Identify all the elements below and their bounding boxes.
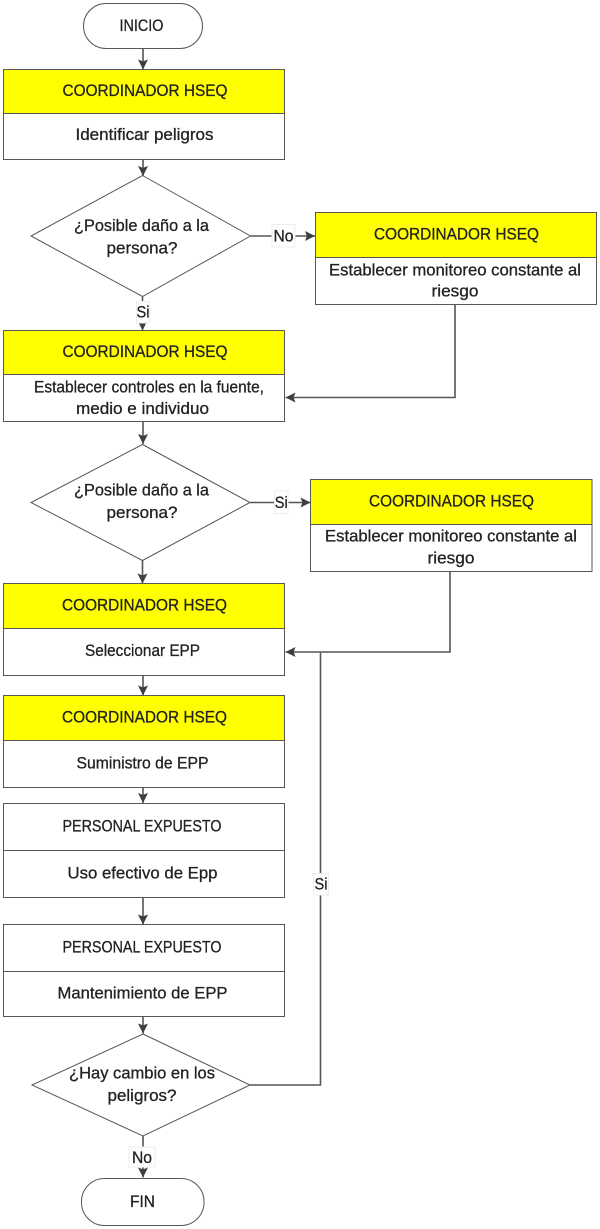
svg-text:PERSONAL EXPUESTO: PERSONAL EXPUESTO [63, 938, 222, 957]
svg-text:INICIO: INICIO [120, 16, 164, 35]
svg-text:medio e individuo: medio e individuo [76, 399, 209, 418]
svg-text:FIN: FIN [130, 1192, 155, 1211]
svg-text:No: No [274, 227, 294, 246]
svg-text:riesgo: riesgo [432, 282, 479, 301]
svg-text:Si: Si [315, 875, 328, 894]
svg-text:Establecer controles en la fue: Establecer controles en la fuente, [34, 378, 264, 397]
svg-text:Mantenimiento de EPP: Mantenimiento de EPP [58, 984, 228, 1003]
svg-text:¿Posible daño a la: ¿Posible daño a la [74, 481, 210, 500]
svg-text:Seleccionar EPP: Seleccionar EPP [85, 641, 200, 660]
svg-text:peligros?: peligros? [108, 1086, 177, 1105]
svg-text:Si: Si [275, 493, 288, 512]
svg-text:No: No [132, 1148, 152, 1167]
svg-text:Suministro de EPP: Suministro de EPP [77, 754, 209, 773]
svg-text:COORDINADOR HSEQ: COORDINADOR HSEQ [63, 342, 228, 361]
svg-text:¿Posible daño a la: ¿Posible daño a la [74, 216, 210, 235]
svg-text:COORDINADOR HSEQ: COORDINADOR HSEQ [369, 492, 534, 511]
svg-text:Identificar peligros: Identificar peligros [76, 125, 214, 144]
svg-text:COORDINADOR HSEQ: COORDINADOR HSEQ [62, 596, 227, 615]
svg-text:COORDINADOR HSEQ: COORDINADOR HSEQ [374, 225, 539, 244]
svg-text:Si: Si [137, 303, 150, 322]
svg-text:Uso efectivo de Epp: Uso efectivo de Epp [68, 864, 218, 883]
svg-text:Establecer monitoreo constante: Establecer monitoreo constante al [329, 261, 581, 280]
svg-text:¿Hay cambio en los: ¿Hay cambio en los [69, 1064, 215, 1083]
svg-text:riesgo: riesgo [428, 549, 475, 568]
svg-text:COORDINADOR HSEQ: COORDINADOR HSEQ [63, 81, 228, 100]
svg-text:persona?: persona? [107, 503, 178, 522]
svg-text:PERSONAL EXPUESTO: PERSONAL EXPUESTO [63, 817, 222, 836]
svg-text:COORDINADOR HSEQ: COORDINADOR HSEQ [62, 708, 227, 727]
svg-text:Establecer monitoreo constante: Establecer monitoreo constante al [325, 527, 577, 546]
svg-text:persona?: persona? [107, 239, 178, 258]
